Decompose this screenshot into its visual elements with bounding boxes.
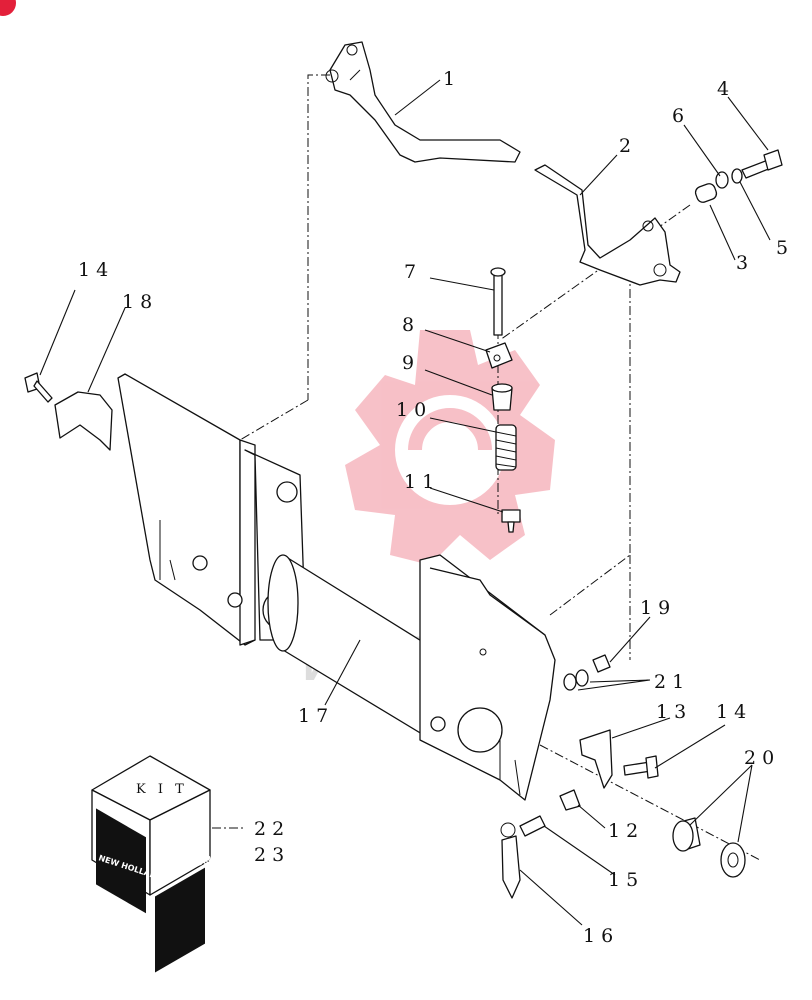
- callout-1: 1: [443, 68, 455, 90]
- part-6-washer: [715, 171, 729, 189]
- callout-8: 8: [402, 314, 414, 336]
- callout-7: 7: [404, 261, 416, 283]
- callout-16: 1 6: [583, 925, 613, 947]
- callouts: 1 2 3 4 5 6 7 8 9 1 0 1 1 1 2 1 3 1 4 1 …: [78, 68, 788, 947]
- callout-13: 1 3: [656, 701, 686, 723]
- callout-21: 2 1: [654, 671, 684, 693]
- part-11-stud: [501, 509, 521, 533]
- part-3-bushing: [694, 183, 718, 203]
- callout-15: 1 5: [608, 869, 638, 891]
- callout-19: 1 9: [640, 597, 670, 619]
- callout-3: 3: [736, 252, 748, 274]
- callout-6: 6: [672, 105, 684, 127]
- part-13-plate: [579, 729, 613, 789]
- part-12-fitting: [559, 789, 581, 811]
- callout-18: 1 8: [122, 291, 152, 313]
- callout-20: 2 0: [744, 747, 774, 769]
- corner-marker: [0, 0, 16, 16]
- callout-22: 2 2: [254, 818, 284, 840]
- part-15-pin: [519, 815, 546, 837]
- part-2-lever: [534, 164, 681, 286]
- part-16-linchpin: [500, 822, 521, 899]
- kit-label: K I T: [136, 782, 188, 797]
- part-4-bolt: [741, 149, 783, 179]
- callout-2: 2: [619, 135, 631, 157]
- right-support-plate: [419, 554, 556, 801]
- leader-lines: [39, 79, 771, 926]
- part-18-bracket: [54, 391, 113, 451]
- part-21-washers: [563, 669, 589, 691]
- part-8-block: [485, 342, 513, 369]
- part-14-bolt-left: [24, 372, 53, 403]
- callout-10: 1 0: [396, 399, 426, 421]
- callout-11: 1 1: [404, 471, 434, 493]
- part-20-rollers: [672, 817, 746, 878]
- part-19-nut: [592, 654, 611, 673]
- callout-17: 1 7: [298, 705, 328, 727]
- callout-4: 4: [717, 78, 729, 100]
- part-14-bolt-right: [623, 755, 659, 779]
- callout-14-left: 1 4: [78, 259, 108, 281]
- part-5-lockwasher: [731, 168, 743, 184]
- kit-box: K I T NEW HOLLAND NEW HOLLAND: [91, 755, 220, 973]
- callout-5: 5: [776, 237, 788, 259]
- callout-14-right: 1 4: [716, 701, 746, 723]
- part-9-cap: [491, 383, 513, 411]
- part-1-lever: [325, 41, 521, 163]
- part-7-pin: [490, 267, 506, 336]
- callout-12: 1 2: [608, 820, 638, 842]
- part-10-spring: [495, 424, 517, 471]
- watermark-gear-icon: [345, 330, 555, 565]
- callout-23: 2 3: [254, 844, 284, 866]
- callout-9: 9: [402, 352, 414, 374]
